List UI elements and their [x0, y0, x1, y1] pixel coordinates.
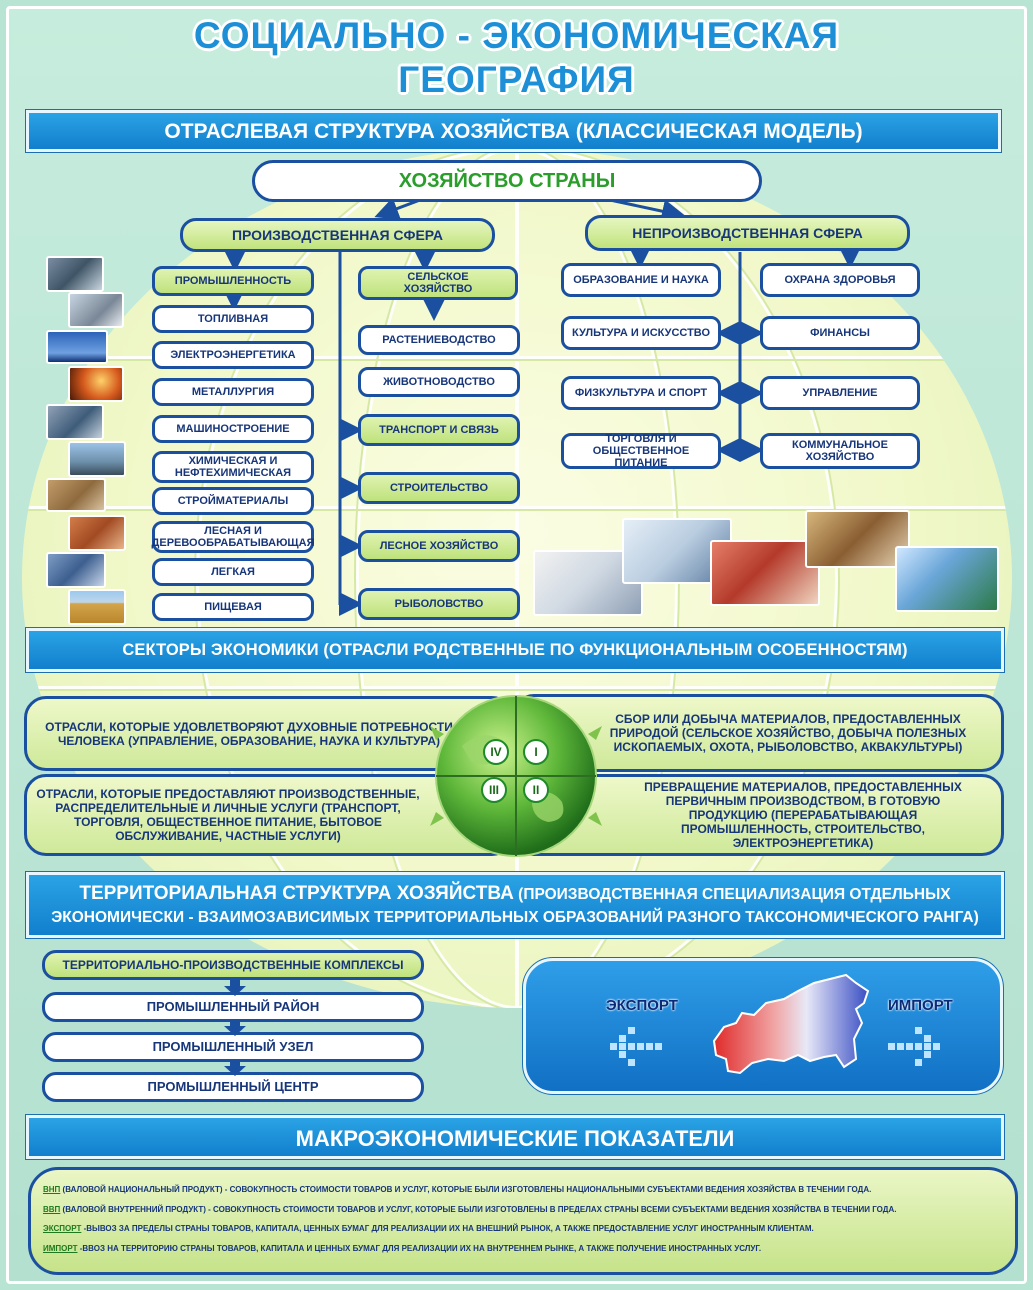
industry-item-chemical: ХИМИЧЕСКАЯ И НЕФТЕХИМИЧЕСКАЯ: [152, 451, 314, 483]
photo-classroom: [805, 510, 910, 568]
definition-gnp: ВНП (ВАЛОВОЙ НАЦИОНАЛЬНЫЙ ПРОДУКТ) - СОВ…: [43, 1184, 1001, 1195]
definition-text: -ВВОЗ НА ТЕРРИТОРИЮ СТРАНЫ ТОВАРОВ, КАПИ…: [77, 1243, 762, 1253]
export-arrow-icon: [610, 1027, 662, 1066]
production-item-transport: ТРАНСПОРТ И СВЯЗЬ: [358, 414, 520, 446]
industry-node: ПРОМЫШЛЕННОСТЬ: [152, 266, 314, 296]
tree-connectors: [222, 197, 862, 616]
photo-textile: [46, 552, 106, 588]
industry-item-building-materials: СТРОЙМАТЕРИАЛЫ: [152, 487, 314, 515]
territorial-arrows: [224, 980, 246, 1076]
definition-term: ВВП: [43, 1204, 61, 1214]
sector-numeral-ii: II: [523, 777, 549, 803]
industrial-hub-node: ПРОМЫШЛЕННЫЙ УЗЕЛ: [42, 1032, 424, 1062]
definition-gdp: ВВП (ВАЛОВОЙ ВНУТРЕННИЙ ПРОДУКТ) - СОВОК…: [43, 1204, 1001, 1215]
photo-refinery: [46, 256, 104, 292]
photo-chemical-plant: [68, 441, 126, 477]
import-label: ИМПОРТ: [888, 997, 953, 1014]
definition-term: ИМПОРТ: [43, 1243, 78, 1253]
nonprod-item-trade: ТОРГОВЛЯ И ОБЩЕСТВЕННОЕ ПИТАНИЕ: [561, 433, 721, 469]
industry-item-metallurgy: МЕТАЛЛУРГИЯ: [152, 378, 314, 406]
section-banner-territorial-structure: ТЕРРИТОРИАЛЬНАЯ СТРУКТУРА ХОЗЯЙСТВА (ПРО…: [25, 871, 1005, 939]
definition-text: -ВЫВОЗ ЗА ПРЕДЕЛЫ СТРАНЫ ТОВАРОВ, КАПИТА…: [81, 1224, 814, 1233]
industry-item-machinery: МАШИНОСТРОЕНИЕ: [152, 415, 314, 443]
nonprod-item-sport: ФИЗКУЛЬТУРА И СПОРТ: [561, 376, 721, 410]
nonprod-item-finance: ФИНАНСЫ: [760, 316, 920, 350]
production-item-construction: СТРОИТЕЛЬСТВО: [358, 472, 520, 504]
industry-item-food: ПИЩЕВАЯ: [152, 593, 314, 621]
production-item-forest-management: ЛЕСНОЕ ХОЗЯЙСТВО: [358, 530, 520, 562]
sector-numeral-i: I: [523, 739, 549, 765]
nonprod-item-utilities: КОММУНАЛЬНОЕ ХОЗЯЙСТВО: [760, 433, 920, 469]
nonprod-item-culture: КУЛЬТУРА И ИСКУССТВО: [561, 316, 721, 350]
agriculture-item-livestock: ЖИВОТНОВОДСТВО: [358, 367, 520, 397]
agriculture-node: СЕЛЬСКОЕ ХОЗЯЙСТВО: [358, 266, 518, 300]
nonprod-item-management: УПРАВЛЕНИЕ: [760, 376, 920, 410]
definition-import: ИМПОРТ -ВВОЗ НА ТЕРРИТОРИЮ СТРАНЫ ТОВАРО…: [43, 1243, 1001, 1254]
import-arrow-icon: [888, 1027, 940, 1066]
industry-item-forestry: ЛЕСНАЯ И ДЕРЕВООБРАБАТЫВАЮЩАЯ: [152, 521, 314, 553]
sectors-globe: [430, 695, 602, 857]
banner-text-main: ТЕРРИТОРИАЛЬНАЯ СТРУКТУРА ХОЗЯЙСТВА: [79, 883, 514, 904]
production-sphere-node: ПРОИЗВОДСТВЕННАЯ СФЕРА: [180, 218, 495, 252]
banner-line1: ТЕРРИТОРИАЛЬНАЯ СТРУКТУРА ХОЗЯЙСТВА (ПРО…: [29, 883, 1001, 905]
photo-wheat-field: [68, 589, 126, 625]
production-item-fishing: РЫБОЛОВСТВО: [358, 588, 520, 620]
definitions-panel: ВНП (ВАЛОВОЙ НАЦИОНАЛЬНЫЙ ПРОДУКТ) - СОВ…: [28, 1167, 1018, 1275]
photo-power-line: [46, 330, 108, 364]
main-title-line2: ГЕОГРАФИЯ: [398, 59, 635, 100]
photo-construction-materials: [46, 478, 106, 512]
agriculture-item-crops: РАСТЕНИЕВОДСТВО: [358, 325, 520, 355]
sector-numeral-iv: IV: [483, 739, 509, 765]
definition-term: ЭКСПОРТ: [43, 1224, 82, 1233]
industry-item-light: ЛЕГКАЯ: [152, 558, 314, 586]
section-banner-industry-structure: ОТРАСЛЕВАЯ СТРУКТУРА ХОЗЯЙСТВА (КЛАССИЧЕ…: [25, 109, 1002, 153]
definition-text: (ВАЛОВОЙ ВНУТРЕННИЙ ПРОДУКТ) - СОВОКУПНО…: [60, 1204, 897, 1214]
industry-item-fuel: ТОПЛИВНАЯ: [152, 305, 314, 333]
photo-museum: [710, 540, 820, 606]
definition-export: ЭКСПОРТ -ВЫВОЗ ЗА ПРЕДЕЛЫ СТРАНЫ ТОВАРОВ…: [43, 1223, 1001, 1234]
section-banner-economic-sectors: СЕКТОРЫ ЭКОНОМИКИ (ОТРАСЛИ РОДСТВЕННЫЕ П…: [25, 627, 1005, 673]
nonprod-item-health: ОХРАНА ЗДОРОВЬЯ: [760, 263, 920, 297]
banner-text: СЕКТОРЫ ЭКОНОМИКИ (ОТРАСЛИ РОДСТВЕННЫЕ П…: [122, 641, 908, 659]
photo-metallurgy: [68, 366, 124, 402]
nonproduction-sphere-node: НЕПРОИЗВОДСТВЕННАЯ СФЕРА: [585, 215, 910, 251]
sector-iv-box: ОТРАСЛИ, КОТОРЫЕ УДОВЛЕТВОРЯЮТ ДУХОВНЫЕ …: [24, 696, 514, 771]
banner-text: ОТРАСЛЕВАЯ СТРУКТУРА ХОЗЯЙСТВА (КЛАССИЧЕ…: [164, 120, 863, 143]
photo-pipes: [68, 292, 124, 328]
section-banner-macroeconomic: МАКРОЭКОНОМИЧЕСКИЕ ПОКАЗАТЕЛИ: [25, 1114, 1005, 1160]
sector-numeral-iii: III: [481, 777, 507, 803]
banner-line2: ЭКОНОМИЧЕСКИ - ВЗАИМОЗАВИСИМЫХ ТЕРРИТОРИ…: [51, 909, 979, 926]
photo-timber: [68, 515, 126, 551]
territorial-complexes-node: ТЕРРИТОРИАЛЬНО-ПРОИЗВОДСТВЕННЫЕ КОМПЛЕКС…: [42, 950, 424, 980]
definition-term: ВНП: [43, 1185, 61, 1194]
industry-item-power: ЭЛЕКТРОЭНЕРГЕТИКА: [152, 341, 314, 369]
definition-text: (ВАЛОВОЙ НАЦИОНАЛЬНЫЙ ПРОДУКТ) - СОВОКУП…: [60, 1185, 872, 1194]
sector-ii-box: ПРЕВРАЩЕНИЕ МАТЕРИАЛОВ, ПРЕДОСТАВЛЕННЫХ …: [512, 774, 1004, 856]
photo-machinery: [46, 404, 104, 440]
trade-panel: ЭКСПОРТ ИМПОРТ: [522, 957, 1004, 1095]
export-label: ЭКСПОРТ: [606, 997, 678, 1014]
root-node-economy: ХОЗЯЙСТВО СТРАНЫ: [252, 160, 762, 202]
main-title-line1: СОЦИАЛЬНО - ЭКОНОМИЧЕСКАЯ: [193, 15, 840, 56]
photo-sports: [895, 546, 999, 612]
banner-text-rest: (ПРОИЗВОДСТВЕННАЯ СПЕЦИАЛИЗАЦИЯ ОТДЕЛЬНЫ…: [513, 886, 951, 903]
russia-map-icon: [712, 973, 870, 1075]
nonprod-item-education: ОБРАЗОВАНИЕ И НАУКА: [561, 263, 721, 297]
banner-text: МАКРОЭКОНОМИЧЕСКИЕ ПОКАЗАТЕЛИ: [295, 1126, 735, 1151]
